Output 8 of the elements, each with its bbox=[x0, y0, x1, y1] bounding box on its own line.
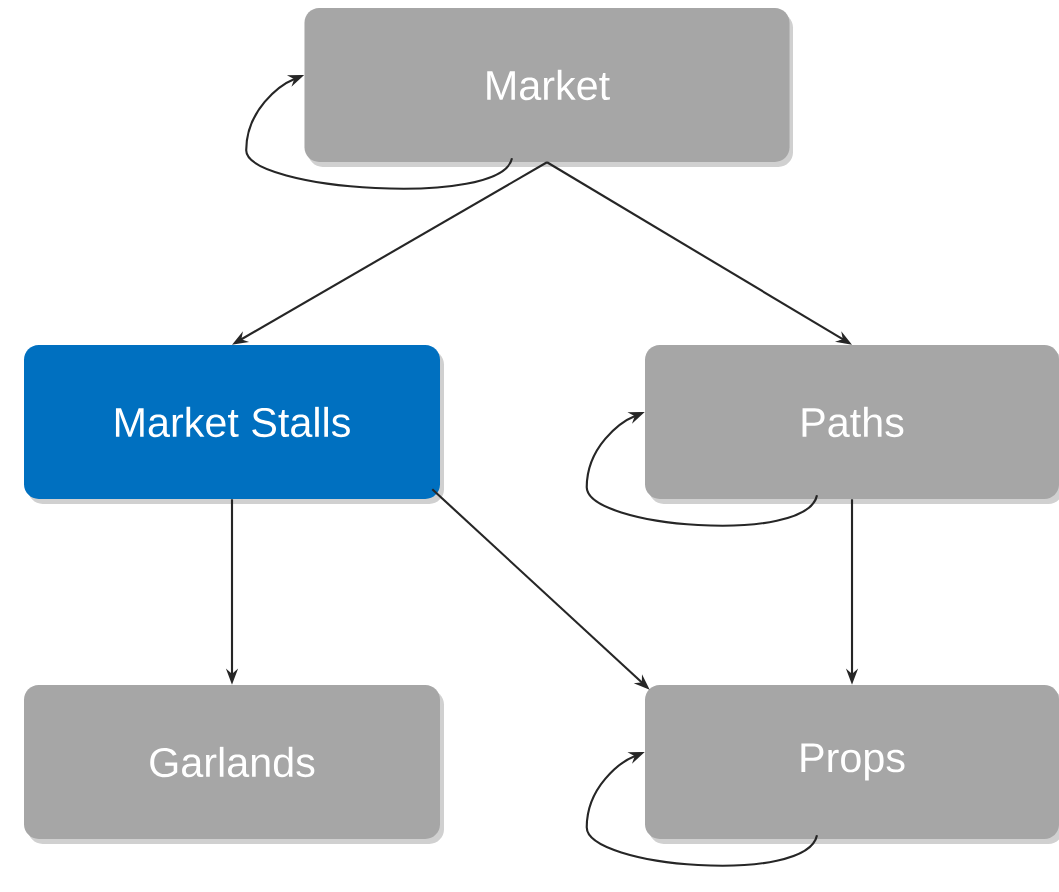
process-box: Paths bbox=[645, 345, 1059, 499]
process-box: Garlands bbox=[24, 685, 440, 839]
process-box: Market bbox=[304, 8, 790, 162]
loop-arrow bbox=[585, 412, 818, 527]
process-box: Props bbox=[645, 685, 1059, 839]
process-box: Market Stalls bbox=[24, 345, 440, 499]
loop-arrow bbox=[585, 752, 818, 867]
loop-arrow bbox=[245, 75, 513, 190]
